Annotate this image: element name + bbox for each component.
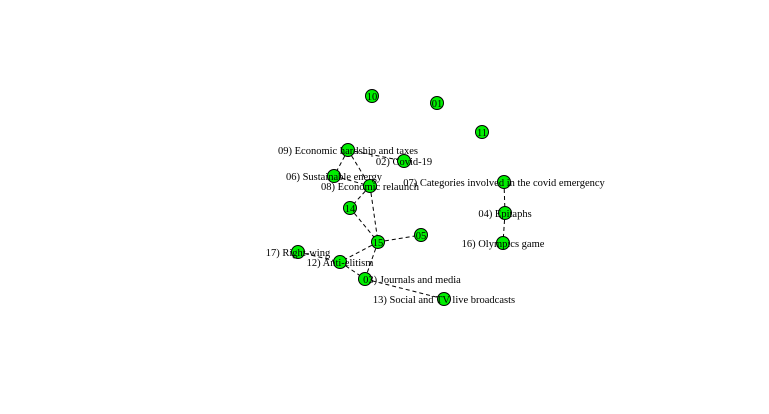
node-label-n12: 12) Anti-elitism	[307, 258, 374, 269]
node-n16	[496, 236, 510, 250]
node-label-n07: 07) Categories involved in the covid eme…	[403, 178, 605, 189]
node-label-n10: 10	[367, 92, 378, 103]
node-label-n14: 14	[345, 204, 356, 215]
node-n10	[365, 89, 379, 103]
label-layer: 10 01 11 09) Economic hardship and taxes02)…	[266, 92, 606, 306]
edge-n04-n16	[502, 212, 506, 244]
node-n02	[397, 154, 411, 168]
node-n04	[498, 206, 512, 220]
node-n01	[430, 96, 444, 110]
node-label-n04: 04) Epitaphs	[478, 209, 531, 220]
edge-n08-n15	[369, 185, 379, 243]
edge-n17-n12	[297, 251, 341, 263]
edge-n07-n04	[503, 181, 506, 214]
node-n03	[358, 272, 372, 286]
edge-n15-n05	[377, 234, 422, 243]
node-label-n05: 05	[416, 231, 427, 242]
node-label-n02: 02) Covid-19	[376, 157, 432, 168]
node-layer	[291, 89, 512, 306]
node-n07	[497, 175, 511, 189]
node-label-n15: 15	[373, 238, 384, 249]
node-label-n17: 17) Right-wing	[266, 248, 331, 259]
node-label-n13: 13) Social and TV live broadcasts	[373, 295, 515, 306]
node-label-n08: 08) Economic relaunch	[321, 182, 420, 193]
node-n12	[333, 255, 347, 269]
edge-n12-n03	[339, 261, 366, 280]
edge-n15-n12	[339, 241, 379, 263]
node-n17	[291, 245, 305, 259]
node-n06	[327, 169, 341, 183]
node-label-n03: 03) Journals and media	[363, 275, 461, 286]
node-n15	[371, 235, 385, 249]
node-label-n11: 11	[477, 128, 487, 139]
node-n05	[414, 228, 428, 242]
node-n14	[343, 201, 357, 215]
node-label-n06: 06) Sustainable energy	[286, 172, 383, 183]
node-n11	[475, 125, 489, 139]
node-n08	[363, 179, 377, 193]
node-n09	[341, 143, 355, 157]
node-n13	[437, 292, 451, 306]
node-label-n01: 01	[432, 99, 443, 110]
node-label-n09: 09) Economic hardship and taxes	[278, 146, 418, 157]
node-label-n16: 16) Olympics game	[462, 239, 545, 250]
edge-n09-n02	[347, 149, 405, 162]
edge-n09-n08	[347, 149, 371, 187]
edge-n14-n15	[349, 207, 379, 243]
